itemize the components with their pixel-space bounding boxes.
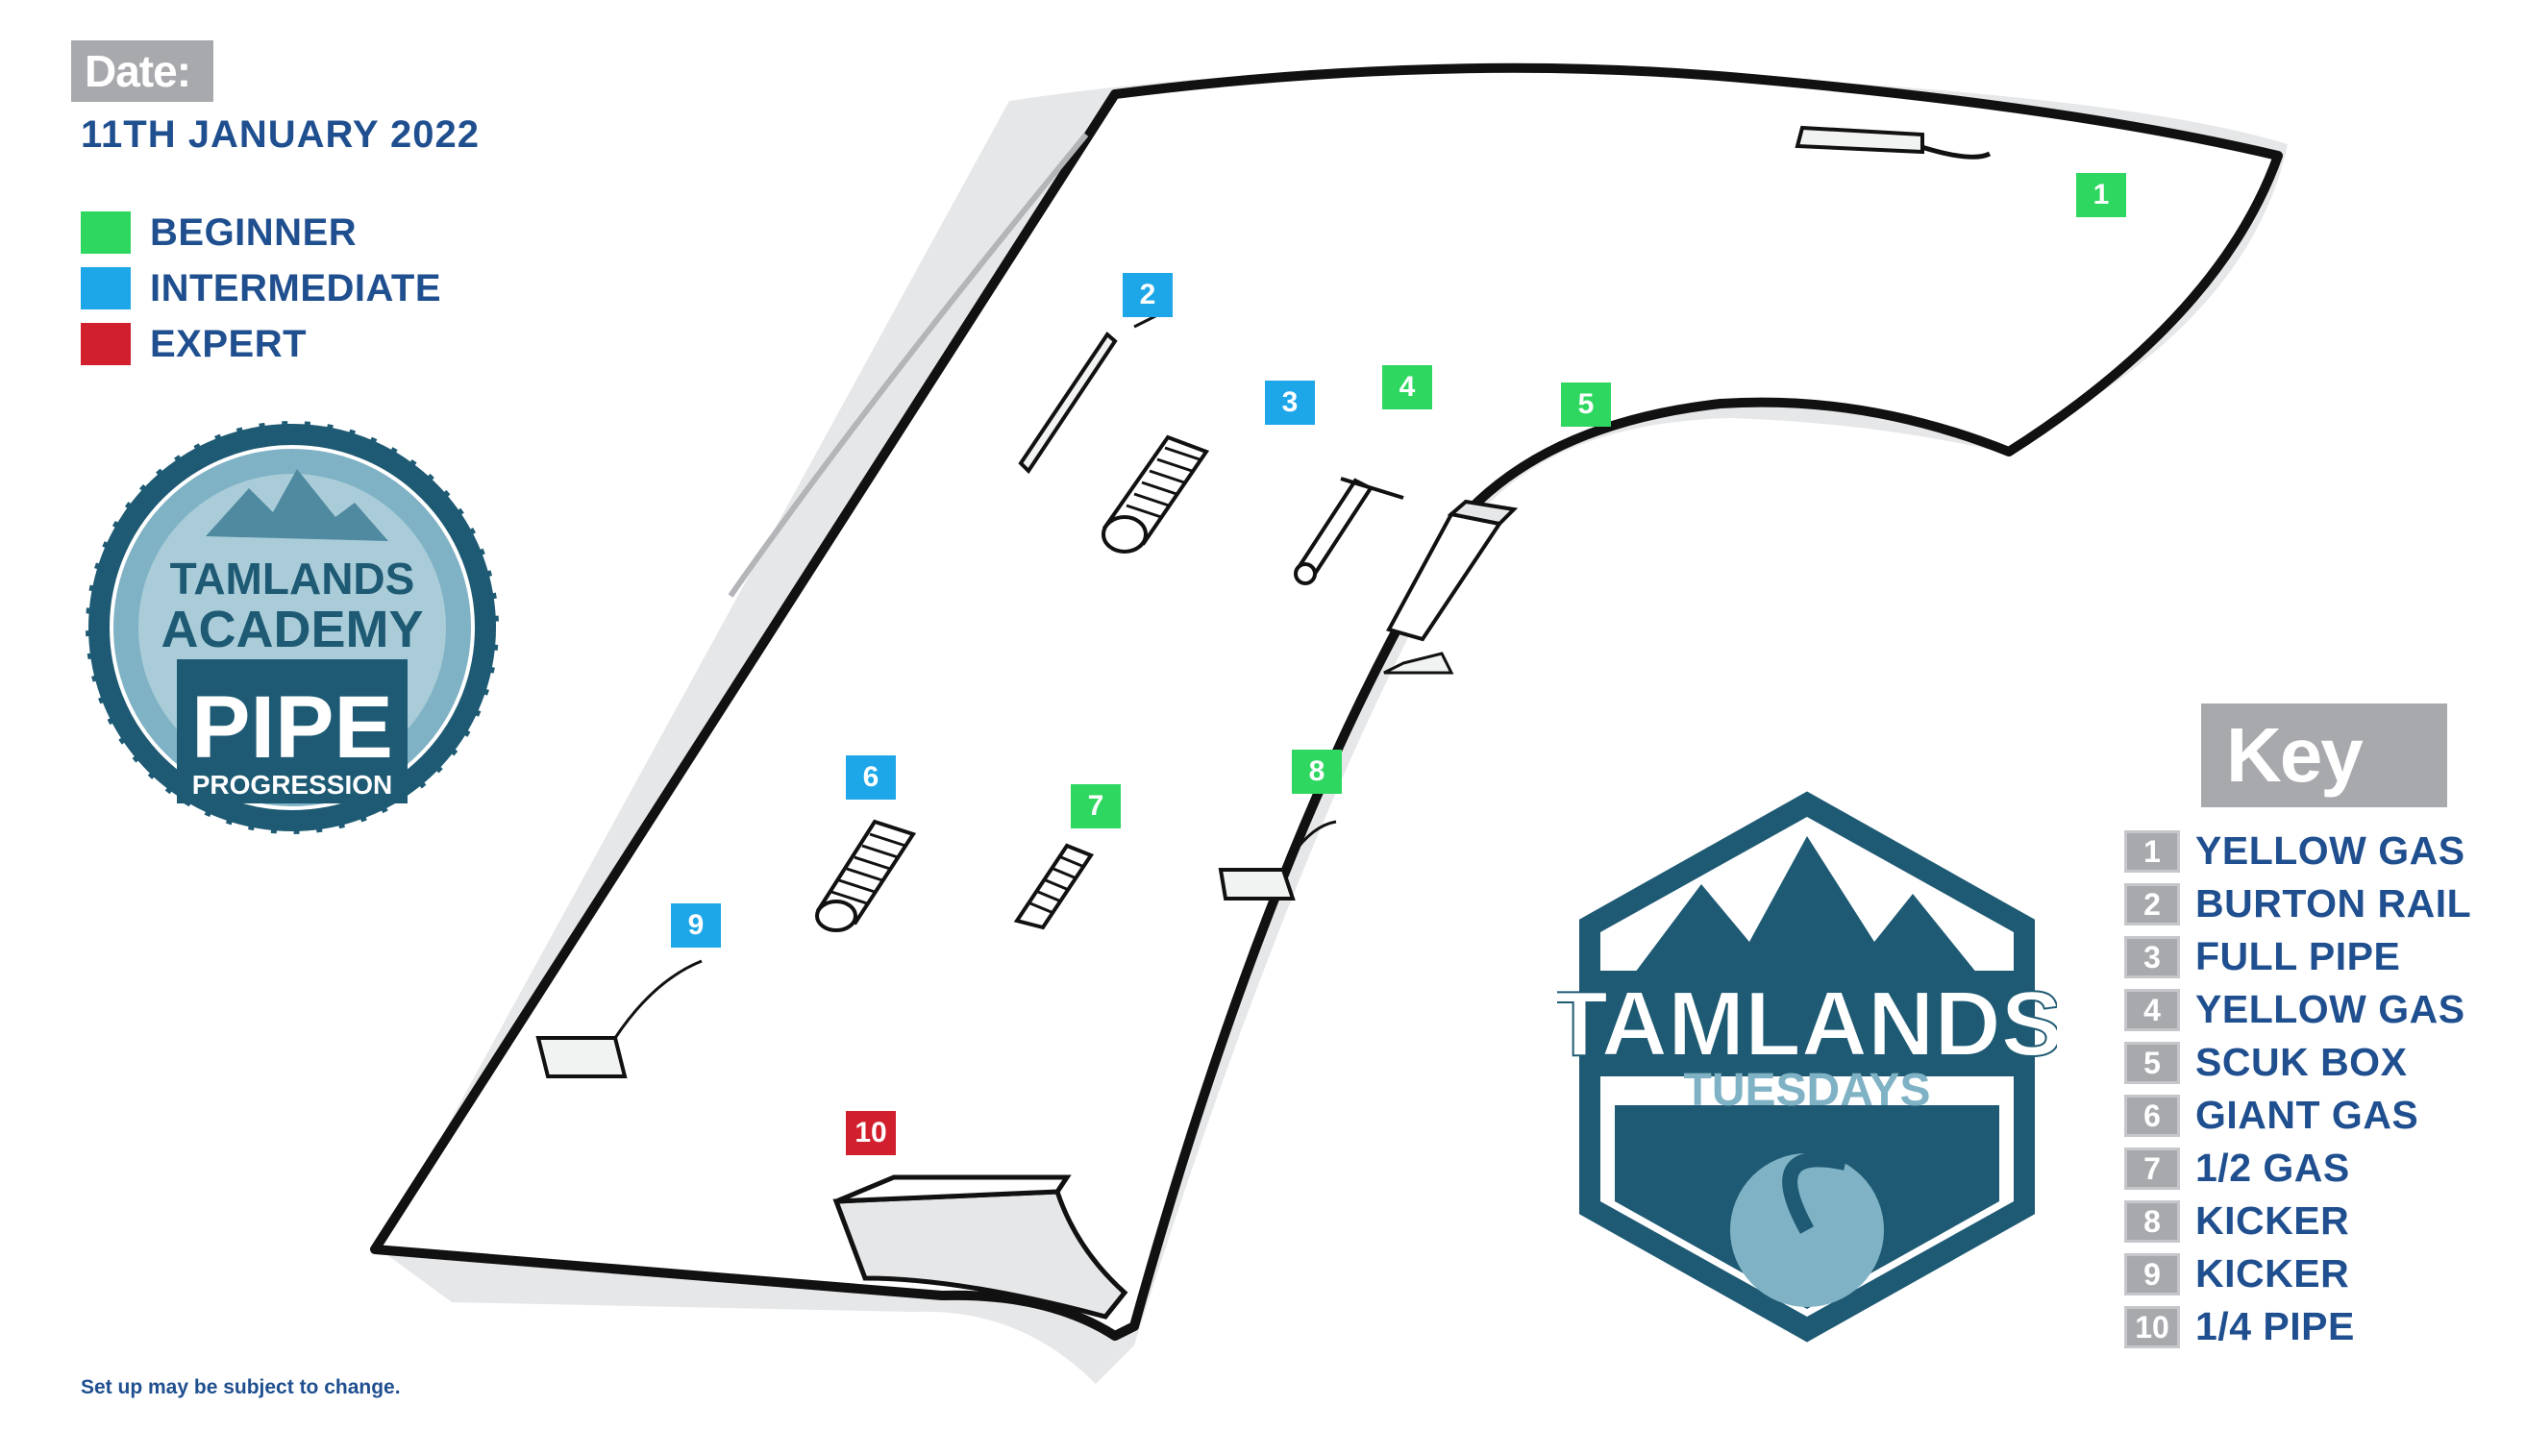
key-label: KICKER: [2195, 1251, 2350, 1296]
intermediate-swatch: [81, 267, 131, 309]
key-num: 10: [2124, 1305, 2180, 1348]
marker-3: 3: [1265, 381, 1315, 425]
key-item: 6 GIANT GAS: [2124, 1089, 2471, 1142]
feature-6-giant-gas: [815, 819, 917, 932]
marker-4: 4: [1382, 365, 1432, 409]
tuesdays-line2: TUESDAYS: [1684, 1065, 1931, 1116]
tuesdays-line1: TAMLANDS: [1557, 973, 2057, 1075]
key-item: 7 1/2 GAS: [2124, 1142, 2471, 1195]
feature-9-kicker: [535, 959, 703, 1078]
feature-1-yellow-gas: [1795, 125, 1924, 155]
key-item: 9 KICKER: [2124, 1247, 2471, 1300]
marker-6: 6: [846, 755, 896, 800]
key-label: SCUK BOX: [2195, 1040, 2408, 1084]
feature-10-quarter-pipe: [832, 1174, 1128, 1320]
key-item: 10 1/4 PIPE: [2124, 1300, 2471, 1353]
feature-8-kicker: [1218, 820, 1337, 901]
footnote: Set up may be subject to change.: [81, 1376, 401, 1398]
legend-expert: EXPERT: [81, 321, 307, 367]
marker-10: 10: [846, 1111, 896, 1155]
key-label: 1/4 PIPE: [2195, 1304, 2355, 1348]
key-num: 3: [2124, 935, 2180, 978]
marker-1: 1: [2076, 173, 2126, 217]
beginner-swatch: [81, 211, 131, 254]
legend-beginner: BEGINNER: [81, 210, 357, 256]
legend-label-beginner: BEGINNER: [150, 210, 358, 254]
legend-label-intermediate: INTERMEDIATE: [150, 266, 442, 309]
key-item: 2 BURTON RAIL: [2124, 877, 2471, 930]
key-label: FULL PIPE: [2195, 934, 2401, 978]
marker-2: 2: [1123, 273, 1173, 317]
marker-9: 9: [671, 903, 721, 948]
key-label: KICKER: [2195, 1198, 2350, 1243]
academy-line2: ACADEMY: [161, 601, 423, 658]
marker-8: 8: [1292, 750, 1342, 794]
key-num: 2: [2124, 882, 2180, 925]
feature-3-full-pipe: [1102, 434, 1210, 554]
key-num: 9: [2124, 1252, 2180, 1296]
marker-5: 5: [1561, 383, 1611, 427]
legend-label-expert: EXPERT: [150, 322, 308, 365]
key-item: 1 YELLOW GAS: [2124, 825, 2471, 877]
key-label: YELLOW GAS: [2195, 987, 2465, 1031]
academy-badge: TAMLANDS ACADEMY PIPE PROGRESSION: [83, 418, 502, 837]
key-num: 5: [2124, 1041, 2180, 1084]
slope-edge-shading: [728, 133, 1089, 598]
key-num: 1: [2124, 829, 2180, 873]
key-num: 8: [2124, 1199, 2180, 1243]
key-title: Key: [2201, 703, 2447, 807]
feature-5-scuk-box: [1383, 499, 1519, 675]
marker-7: 7: [1071, 784, 1121, 828]
key-num: 4: [2124, 988, 2180, 1031]
tuesdays-logo: TAMLANDS TUESDAYS: [1557, 784, 2057, 1349]
key-item: 5 SCUK BOX: [2124, 1036, 2471, 1089]
feature-4-yellow-gas: [1294, 477, 1404, 585]
key-item: 8 KICKER: [2124, 1195, 2471, 1247]
key-item: 3 FULL PIPE: [2124, 930, 2471, 983]
legend-intermediate: INTERMEDIATE: [81, 265, 441, 311]
key-label: BURTON RAIL: [2195, 881, 2472, 925]
mountain-icon: [206, 469, 388, 541]
key-label: 1/2 GAS: [2195, 1146, 2350, 1190]
academy-line4: PROGRESSION: [192, 770, 392, 800]
date-label: Date:: [71, 40, 213, 102]
date-value: 11TH JANUARY 2022: [81, 113, 480, 156]
feature-7-half-gas: [1013, 843, 1095, 930]
key-label: GIANT GAS: [2195, 1093, 2419, 1137]
academy-line1: TAMLANDS: [170, 554, 415, 604]
academy-line3: PIPE: [191, 679, 393, 777]
key-num: 6: [2124, 1094, 2180, 1137]
key-label: YELLOW GAS: [2195, 828, 2465, 873]
slope-outline: [370, 62, 2283, 1341]
key-item: 4 YELLOW GAS: [2124, 983, 2471, 1036]
key-num: 7: [2124, 1147, 2180, 1190]
expert-swatch: [81, 323, 131, 365]
